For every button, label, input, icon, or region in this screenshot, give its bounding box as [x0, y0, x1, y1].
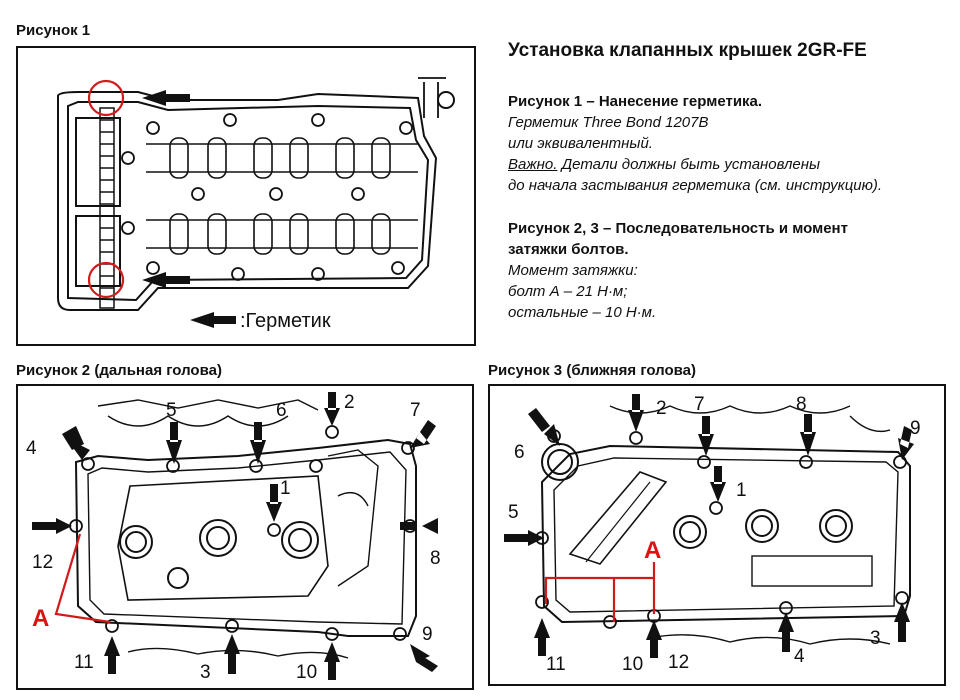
- bolt-number-6: 6: [276, 400, 287, 421]
- arrow-icon: [528, 408, 560, 446]
- figure-1-caption: Рисунок 1: [16, 22, 91, 39]
- bolt-number-11: 11: [546, 654, 566, 675]
- bolt-number-12: 12: [32, 552, 53, 573]
- arrow-icon: [898, 426, 914, 460]
- arrow-icon: [778, 612, 794, 652]
- arrow-icon: [410, 420, 436, 448]
- arrow-icon: [504, 530, 544, 546]
- arrow-icon: [266, 484, 282, 522]
- bolt-number-7: 7: [694, 394, 705, 415]
- section-2-line-2: болт А – 21 Н·м;: [508, 283, 628, 300]
- bolt-number-4: 4: [794, 646, 805, 667]
- bolt-a-leader-line: [54, 533, 111, 624]
- section-2-title-2: затяжки болтов.: [508, 241, 629, 258]
- section-1-line-1: Герметик Three Bond 1207B: [508, 114, 709, 131]
- section-2-title-1: Рисунок 2, 3 – Последовательность и моме…: [508, 220, 848, 237]
- section-1-line-2: или эквивалентный.: [508, 135, 653, 152]
- arrow-icon: [894, 602, 910, 642]
- bolt-number-2: 2: [656, 398, 667, 419]
- bolt-number-9: 9: [910, 418, 921, 439]
- bolt-number-4: 4: [26, 438, 37, 459]
- arrow-icon: [142, 272, 190, 288]
- figure-2-drawing: A 1 2 3 4 5 6 7 8 9 10 11 12: [26, 392, 441, 683]
- bolt-number-10: 10: [296, 662, 317, 683]
- arrow-icon: [628, 394, 644, 432]
- figure-2-caption: Рисунок 2 (дальная голова): [16, 362, 222, 379]
- section-1-line-3-rest: Детали должны быть установлены: [557, 156, 821, 173]
- arrow-icon: [698, 416, 714, 456]
- arrow-icon: [710, 466, 726, 502]
- figure-1-drawing: :Герметик: [57, 77, 455, 332]
- section-2-line-1: Момент затяжки:: [508, 262, 638, 279]
- arrow-icon: [324, 392, 340, 426]
- bolt-number-11: 11: [74, 652, 94, 673]
- arrow-icon: [534, 618, 550, 656]
- section-1-line-4: до начала застывания герметика (см. инст…: [508, 177, 883, 194]
- bolt-number-3: 3: [200, 662, 211, 683]
- bolt-number-1: 1: [736, 480, 747, 501]
- page-title: Установка клапанных крышек 2GR-FE: [508, 40, 867, 61]
- figure-2-panel: A 1 2 3 4 5 6 7 8 9 10 11 12: [16, 384, 474, 690]
- arrow-icon: [104, 636, 120, 674]
- figure-1-panel: :Герметик: [16, 46, 476, 346]
- arrow-icon: [166, 422, 182, 464]
- arrow-icon: [410, 644, 438, 672]
- arrow-icon: [400, 518, 438, 534]
- sealant-legend-arrow-icon: [190, 312, 236, 328]
- arrow-icon: [250, 422, 266, 464]
- arrow-icon: [224, 634, 240, 674]
- bolt-number-9: 9: [422, 624, 433, 645]
- bolt-number-7: 7: [410, 400, 421, 421]
- section-1-title: Рисунок 1 – Нанесение герметика.: [508, 93, 763, 110]
- bolt-number-2: 2: [344, 392, 355, 413]
- figure-3-drawing: A 1 2 3 4 5 6 7 8 9 10 11 12: [504, 394, 921, 675]
- bolt-number-10: 10: [622, 654, 643, 675]
- sealant-point-top: [87, 79, 125, 117]
- bolt-a-label: A: [644, 537, 661, 564]
- arrow-icon: [800, 414, 816, 456]
- instructions-text: Установка клапанных крышек 2GR-FE Рисуно…: [508, 40, 948, 323]
- bolt-number-12: 12: [668, 652, 689, 673]
- bolt-number-5: 5: [508, 502, 519, 523]
- section-1-line-3: Важно. Детали должны быть установлены: [508, 154, 948, 175]
- figure-3-caption: Рисунок 3 (ближняя голова): [488, 362, 697, 379]
- arrow-icon: [324, 642, 340, 680]
- bolt-number-6: 6: [514, 442, 525, 463]
- sealant-point-bottom: [87, 261, 125, 299]
- bolt-number-8: 8: [430, 548, 441, 569]
- bolt-number-1: 1: [280, 478, 291, 499]
- arrow-icon: [62, 426, 90, 460]
- bolt-number-3: 3: [870, 628, 881, 649]
- figure-3-panel: A 1 2 3 4 5 6 7 8 9 10 11 12: [488, 384, 946, 686]
- arrow-icon: [142, 90, 190, 106]
- bolt-a-leader-line: [544, 562, 656, 622]
- bolt-number-5: 5: [166, 400, 177, 421]
- section-2-line-3: остальные – 10 Н·м.: [508, 304, 657, 321]
- bolt-number-8: 8: [796, 394, 807, 415]
- sealant-legend-label: :Герметик: [240, 310, 331, 332]
- bolt-a-label: A: [32, 605, 49, 632]
- arrow-icon: [32, 518, 72, 534]
- arrow-icon: [646, 620, 662, 658]
- important-word: Важно.: [508, 156, 558, 173]
